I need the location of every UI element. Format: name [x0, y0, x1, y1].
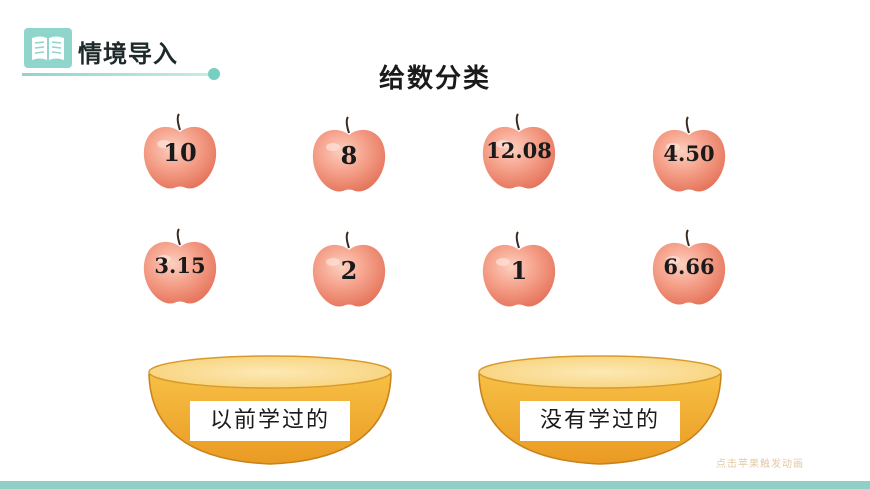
apple-8[interactable]: 8: [307, 113, 391, 197]
apple-10[interactable]: 10: [138, 110, 222, 194]
underline-dot: [208, 68, 220, 80]
apple-icon: [482, 113, 556, 189]
bowl-not-learned[interactable]: 没有学过的: [475, 354, 725, 474]
apple-icon: [312, 116, 386, 192]
apple-icon: [312, 231, 386, 307]
apple-1[interactable]: 1: [477, 228, 561, 312]
section-header: 情境导入: [18, 22, 228, 82]
apple-icon: [482, 231, 556, 307]
apple-label: 2: [340, 256, 358, 285]
apple-2[interactable]: 2: [307, 228, 391, 312]
apple-label: 10: [163, 138, 197, 167]
bowl-label: 以前学过的: [190, 401, 350, 441]
book-icon: [24, 28, 72, 68]
bowl-learned-before[interactable]: 以前学过的: [145, 354, 395, 474]
apple-icon: [652, 116, 726, 192]
section-title: 情境导入: [78, 40, 178, 68]
apple-label: 1: [510, 256, 528, 285]
apple-icon: [143, 228, 217, 304]
apple-label: 6.66: [663, 254, 715, 279]
apple-3-15[interactable]: 3.15: [138, 225, 222, 309]
page-title: 给数分类: [378, 64, 491, 94]
apple-6-66[interactable]: 6.66: [647, 226, 731, 310]
apple-label: 3.15: [154, 253, 206, 278]
apple-label: 4.50: [663, 141, 715, 166]
apple-label: 12.08: [486, 138, 552, 163]
bowl-label: 没有学过的: [520, 401, 680, 441]
bottom-bar: [0, 481, 870, 489]
title-underline: [22, 73, 212, 76]
apple-icon: [652, 229, 726, 305]
apple-4-50[interactable]: 4.50: [647, 113, 731, 197]
apple-label: 8: [340, 141, 358, 170]
apple-icon: [143, 113, 217, 189]
animation-hint: 点击苹果触发动画: [716, 459, 804, 470]
apple-12-08[interactable]: 12.08: [477, 110, 561, 194]
